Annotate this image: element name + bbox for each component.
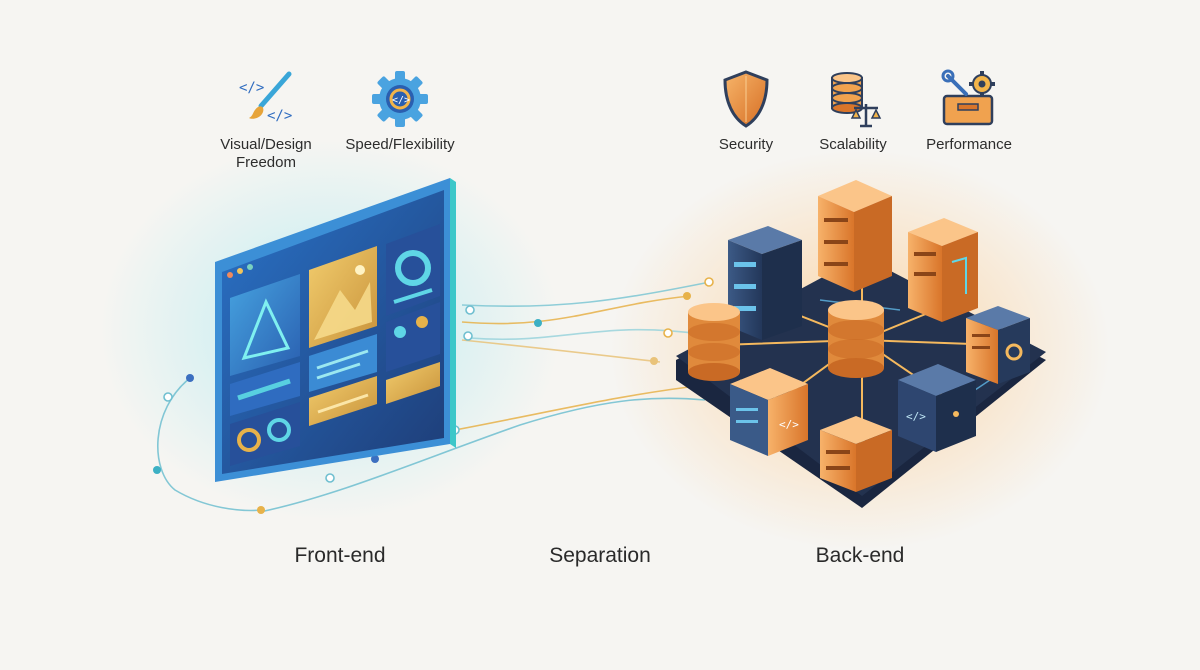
triangle-shape	[241, 298, 291, 361]
donut-chart	[395, 250, 431, 286]
code-brush-icon: </> </>	[239, 71, 292, 124]
feature-visual-design: </> </> Visual/Design Freedom	[196, 66, 336, 172]
toolbox-gear-icon	[941, 69, 995, 126]
list-line	[237, 378, 291, 401]
server-gear-cube	[966, 306, 1030, 384]
text-line	[316, 349, 369, 370]
tile-gold-button	[309, 376, 377, 426]
node-dot	[465, 305, 475, 315]
connection-line	[454, 384, 706, 431]
feature-label-performance: Performance	[926, 136, 1012, 153]
server-orange-center	[818, 180, 892, 292]
server-code-cube-left: </>	[730, 368, 808, 456]
shield-icon	[723, 70, 769, 128]
section-label-front-end: Front-end	[294, 544, 386, 567]
node-dot	[153, 466, 161, 474]
button-line	[317, 393, 369, 414]
node-dot	[163, 392, 173, 402]
server-orange-front	[820, 416, 892, 492]
section-label-back-end: Back-end	[815, 544, 905, 567]
node-dot	[257, 506, 265, 514]
feature-label-security: Security	[718, 136, 774, 153]
connection-line	[461, 281, 711, 308]
window-edge	[450, 178, 456, 448]
node-dot	[371, 455, 379, 463]
ring-shape	[267, 418, 291, 442]
section-label-separation: Separation	[549, 544, 651, 567]
database-left	[688, 303, 740, 381]
feature-security: Security	[676, 66, 816, 154]
connection-line	[157, 377, 263, 512]
feature-scalability: Scalability	[783, 66, 923, 154]
chart-bar	[393, 288, 433, 304]
feature-label-speed-flexibility: Speed/Flexibility	[345, 136, 455, 153]
window-dot-red	[227, 272, 233, 278]
ring-shape	[237, 428, 261, 452]
node-dot	[650, 357, 658, 365]
node-dot	[534, 319, 542, 327]
feature-performance: Performance	[899, 66, 1039, 154]
node-dot	[186, 374, 194, 382]
front-end-illustration	[215, 178, 456, 482]
window-dot-yellow	[237, 268, 243, 274]
feature-label-visual-design: Visual/Design Freedom	[220, 136, 312, 171]
svg-text:</>: </>	[239, 80, 264, 96]
connection-line	[259, 397, 706, 513]
svg-text:</>: </>	[267, 108, 292, 124]
node-dot	[325, 473, 335, 483]
connection-nodes	[153, 277, 714, 514]
svg-text:</>: </>	[906, 410, 926, 423]
server-code-cube-right: </>	[898, 364, 976, 452]
feature-label-scalability: Scalability	[819, 136, 887, 153]
svg-text:</>: </>	[779, 418, 799, 431]
tile-text	[309, 334, 377, 392]
database-scale-icon	[831, 72, 882, 128]
sun-shape	[355, 265, 365, 275]
database-center	[828, 300, 884, 378]
node-dot	[683, 292, 691, 300]
connection-line	[461, 295, 691, 325]
tile-gold-small	[386, 362, 440, 404]
server-orange-right	[908, 218, 978, 322]
connection-line	[461, 339, 661, 363]
node-dot	[704, 277, 714, 287]
avatar-dot	[416, 316, 428, 328]
text-line	[316, 362, 361, 380]
avatar-dot	[394, 326, 406, 338]
svg-text:</>: </>	[392, 95, 410, 106]
node-dot	[663, 328, 673, 338]
window-dot-green	[247, 264, 253, 270]
node-dot	[463, 331, 473, 341]
code-gear-icon: </>	[372, 71, 428, 127]
mountain-shape	[314, 282, 372, 340]
back-end-illustration: </> </>	[676, 180, 1046, 508]
feature-speed-flexibility: </> Speed/Flexibility	[330, 66, 470, 154]
